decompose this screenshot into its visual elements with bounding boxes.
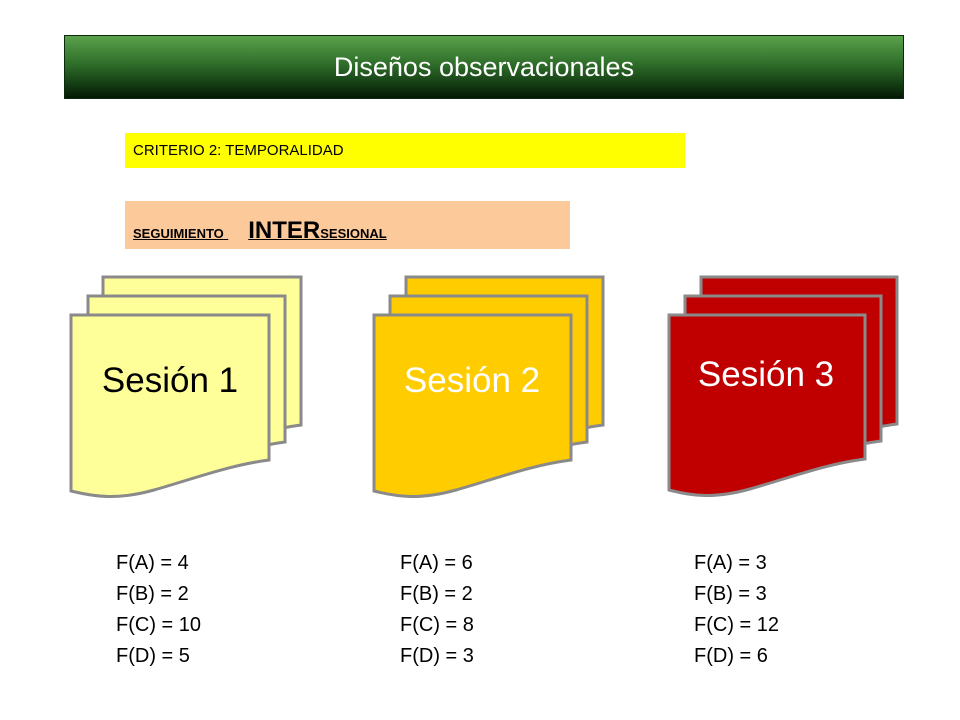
seguimiento-prefix: SEGUIMIENTO: [133, 226, 224, 241]
session-3-document-stack: Sesión 3: [667, 275, 899, 497]
session-1-doc-front: [69, 313, 271, 498]
session-1-label: Sesión 1: [102, 361, 238, 400]
session-2-document-stack: Sesión 2: [372, 275, 605, 498]
session-2-doc-front: [372, 313, 573, 498]
session-1-frequencies: F(A) = 4 F(B) = 2 F(C) = 10 F(D) = 5: [116, 548, 201, 672]
freq-c: F(C) = 10: [116, 614, 202, 636]
session-3-label: Sesión 3: [698, 355, 834, 394]
seguimiento-emphasis: INTER: [248, 217, 321, 244]
criterio-label-box: CRITERIO 2: TEMPORALIDAD: [125, 133, 685, 168]
seguimiento-label-box: SEGUIMIENTO INTERSESIONAL: [125, 201, 570, 249]
freq-a: F(A) = 4: [116, 552, 189, 574]
page-title: Diseños observacionales: [333, 51, 635, 82]
freq-b: F(B) = 2: [116, 583, 189, 605]
freq-a: F(A) = 6: [400, 552, 473, 574]
title-banner: Diseños observacionales: [64, 35, 904, 99]
freq-c: F(C) = 8: [400, 614, 474, 636]
freq-d: F(D) = 5: [116, 645, 190, 667]
freq-c: F(C) = 12: [694, 614, 780, 636]
freq-d: F(D) = 6: [694, 645, 768, 667]
session-1-document-stack: Sesión 1: [69, 275, 303, 498]
session-3-frequencies: F(A) = 3 F(B) = 3 F(C) = 12 F(D) = 6: [694, 548, 779, 672]
freq-b: F(B) = 3: [694, 583, 767, 605]
freq-d: F(D) = 3: [400, 645, 474, 667]
session-3-doc-front: [667, 313, 867, 497]
session-2-frequencies: F(A) = 6 F(B) = 2 F(C) = 8 F(D) = 3: [400, 548, 474, 672]
session-2-label: Sesión 2: [404, 361, 540, 400]
criterio-label: CRITERIO 2: TEMPORALIDAD: [133, 142, 344, 159]
seguimiento-suffix: SESIONAL: [320, 226, 387, 241]
freq-a: F(A) = 3: [694, 552, 767, 574]
freq-b: F(B) = 2: [400, 583, 473, 605]
